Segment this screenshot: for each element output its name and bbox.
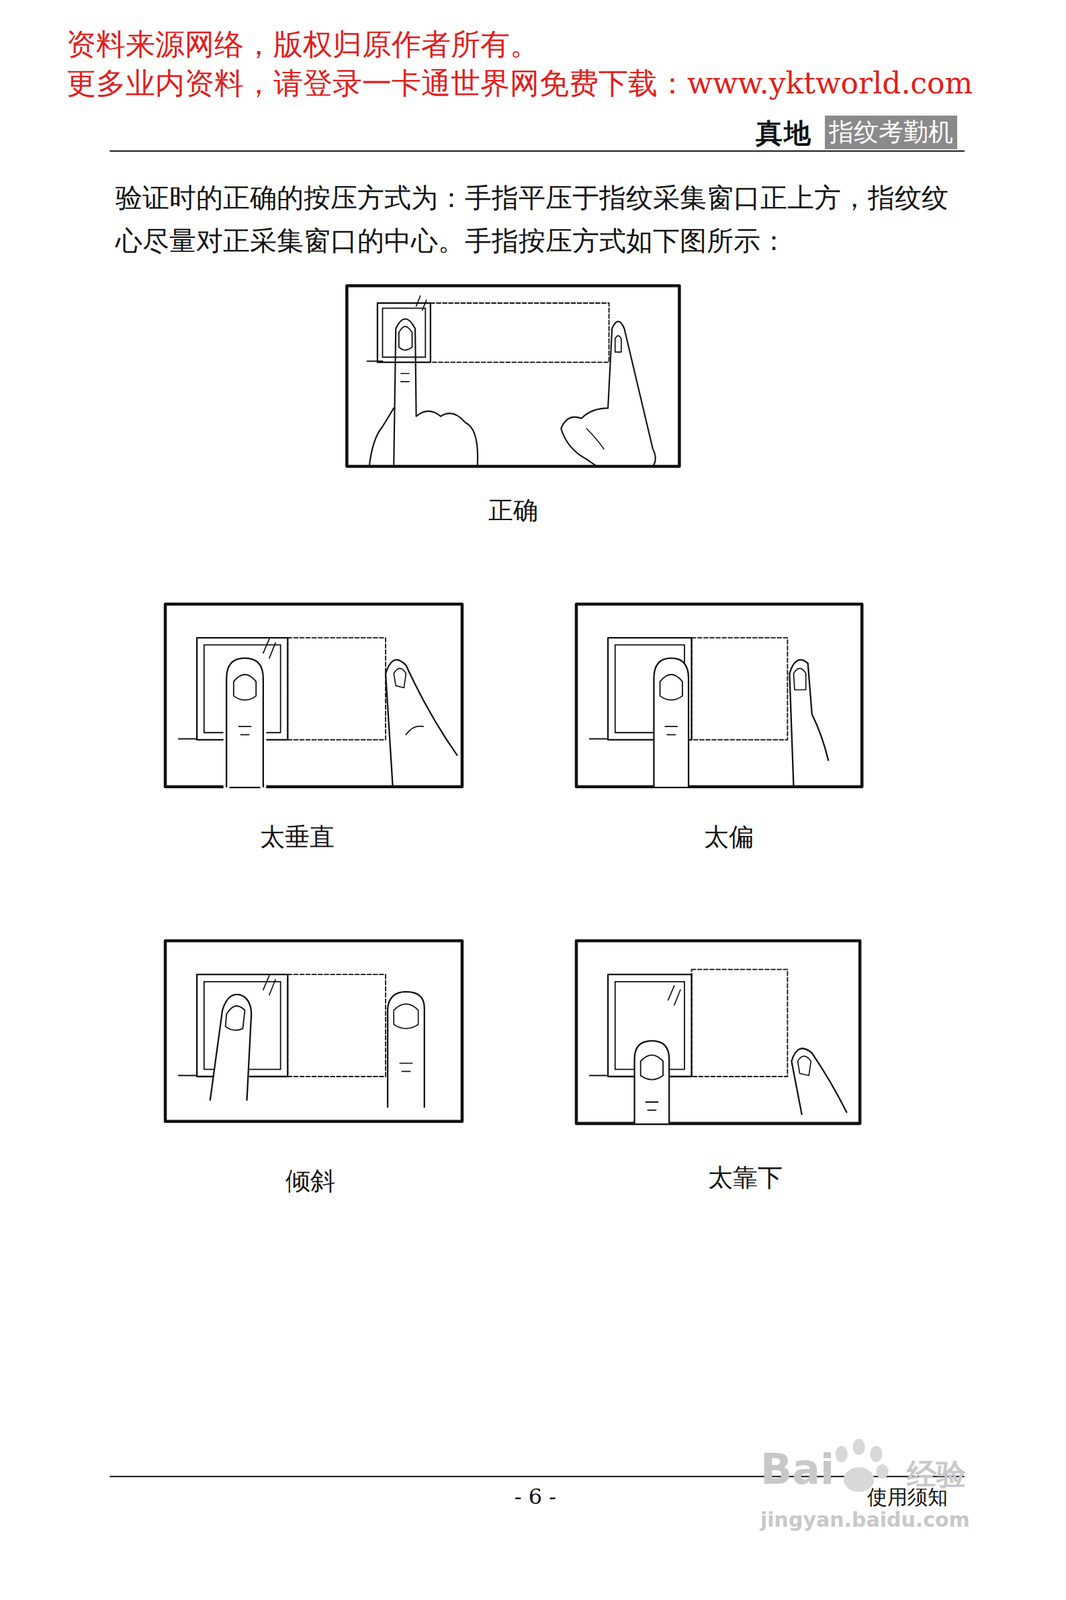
page-number: - 6 - — [514, 1483, 557, 1509]
watermark-text: Bai — [760, 1444, 835, 1494]
download-note: 更多业内资料，请登录一卡通世界网免费下载：www.yktworld.com — [66, 65, 973, 102]
figure-caption: 太偏 — [703, 822, 754, 852]
figure-caption: 正确 — [488, 495, 539, 526]
watermark-url: jingyan.baidu.com — [760, 1507, 970, 1532]
figure-caption: 太靠下 — [707, 1162, 783, 1193]
brand-logo: 真地 — [755, 116, 813, 150]
watermark-text: 经验 — [906, 1456, 966, 1492]
body-paragraph: 验证时的正确的按压方式为：手指平压于指纹采集窗口正上方，指纹纹心尽量对正采集窗口… — [115, 175, 964, 262]
source-note: 资料来源网络，版权归原作者所有。 — [66, 26, 540, 63]
figure-caption: 倾斜 — [285, 1166, 336, 1196]
header-tag: 指纹考勤机 — [824, 115, 958, 150]
figure-caption: 太垂直 — [259, 822, 335, 852]
